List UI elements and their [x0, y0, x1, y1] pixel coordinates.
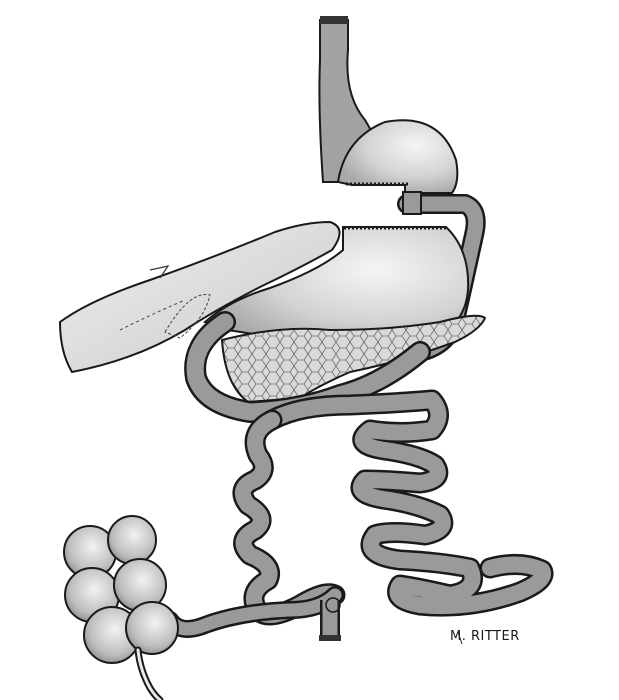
small-bowel-icon — [170, 400, 543, 641]
colon-icon — [64, 516, 178, 700]
artist-signature: M. RITTER — [450, 629, 520, 644]
gastrojejunal-anastomosis — [403, 192, 421, 214]
gastric-pouch — [319, 16, 457, 193]
appendix — [138, 650, 160, 700]
esophagus-cut-end — [320, 16, 348, 24]
